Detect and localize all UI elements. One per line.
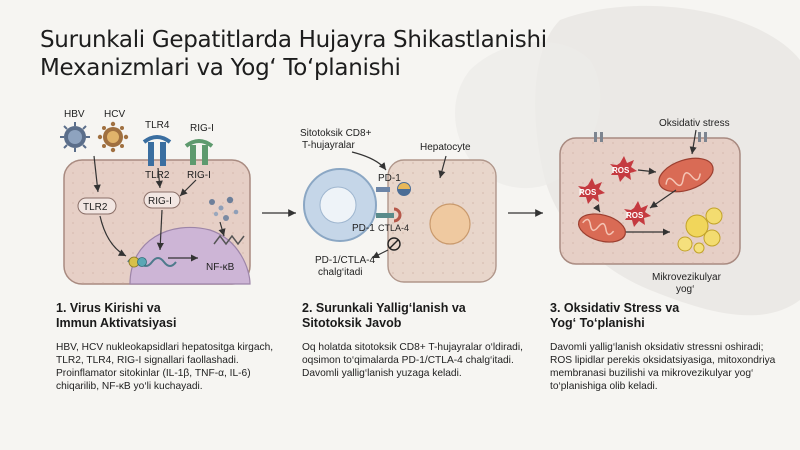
hepatocyte-label: Hepatocyte <box>420 142 471 153</box>
tlr4-receptor-icon <box>142 135 172 166</box>
panel-virus-entry: HBV HCV TLR4 TLR2 <box>60 109 251 285</box>
rig-top-label: RIG-I <box>190 123 214 134</box>
ros-label-1: ROS <box>612 166 630 175</box>
panel2-arrows <box>351 151 447 259</box>
cytokine-particles-icon <box>209 196 239 221</box>
block-label-2: chalg‘itadi <box>318 267 362 278</box>
micro-label-2: yog‘ <box>676 284 694 295</box>
nfkb-zigzag <box>213 234 245 246</box>
title-line-2: Mexanizmlari va Yog‘ To‘planishi <box>40 55 401 81</box>
tlr2-box <box>77 197 117 215</box>
membrane-channel-icon <box>594 132 707 142</box>
hcv-virus-icon <box>97 121 129 153</box>
ros-label-3: ROS <box>626 211 644 220</box>
rig-i-receptor-icon <box>184 139 214 165</box>
micro-label-1: Mikrovezikulyar <box>652 272 722 283</box>
pd1-top-label: PD-1 <box>378 173 401 184</box>
panel-inflammation: Sitotoksik CD8+ T-hujayralar Hepatocyte … <box>300 128 497 283</box>
ros-burst-icon-2 <box>578 178 605 204</box>
lipid-droplets-icon <box>677 207 723 254</box>
tlr2-top-label: TLR2 <box>145 170 170 181</box>
tcell-label-2: T-hujayralar <box>302 140 355 151</box>
mitochondrion-icon-2 <box>577 213 627 243</box>
panel1-arrows <box>93 155 226 262</box>
mitochondrion-icon <box>658 157 714 193</box>
ros-burst-icon-3 <box>624 201 651 227</box>
t-cell-nucleus <box>319 186 357 224</box>
section-2-text: Oq holatda sitotoksik CD8+ T-hujayralar … <box>302 342 523 379</box>
pd1-receptor-icon <box>376 182 411 196</box>
tlr4-label: TLR4 <box>145 120 170 131</box>
block-label-1: PD-1/CTLA-4 <box>315 255 375 266</box>
nfkb-label: NF-κB <box>206 262 235 273</box>
ros-label-2: ROS <box>579 188 597 197</box>
page-title: Surunkali Gepatitlarda Hujayra Shikastla… <box>40 26 547 82</box>
section-3-text: Davomli yallig‘lanish oksidativ stressni… <box>550 342 776 392</box>
ctla4-receptor-icon <box>376 207 402 223</box>
rig-box <box>143 191 181 209</box>
ctla4-label: CTLA-4 <box>378 223 409 233</box>
hepatocyte-nucleus <box>429 203 471 245</box>
panel3-arrows <box>593 129 697 236</box>
title-line-1: Surunkali Gepatitlarda Hujayra Shikastla… <box>40 27 547 53</box>
rig-side-label: RIG-I <box>187 170 211 181</box>
oxidative-stress-label: Oksidativ stress <box>659 118 730 129</box>
panel-oxidative-stress: ROS ROS ROS Oksidativ stress <box>559 118 741 295</box>
pd1-mid-label: PD-1 <box>352 223 375 234</box>
hbv-virus-icon <box>60 122 90 152</box>
block-icon <box>387 237 401 251</box>
section-1-text: HBV, HCV nukleokapsidlari hepatositga ki… <box>56 342 274 392</box>
rig-box-label: RIG-I <box>148 196 172 207</box>
hcv-label: HCV <box>104 109 125 120</box>
tcell-label-1: Sitotoksik CD8+ <box>300 128 372 139</box>
hbv-label: HBV <box>64 109 85 120</box>
ros-burst-icon-1 <box>610 156 637 182</box>
tlr2-box-label: TLR2 <box>83 202 108 213</box>
